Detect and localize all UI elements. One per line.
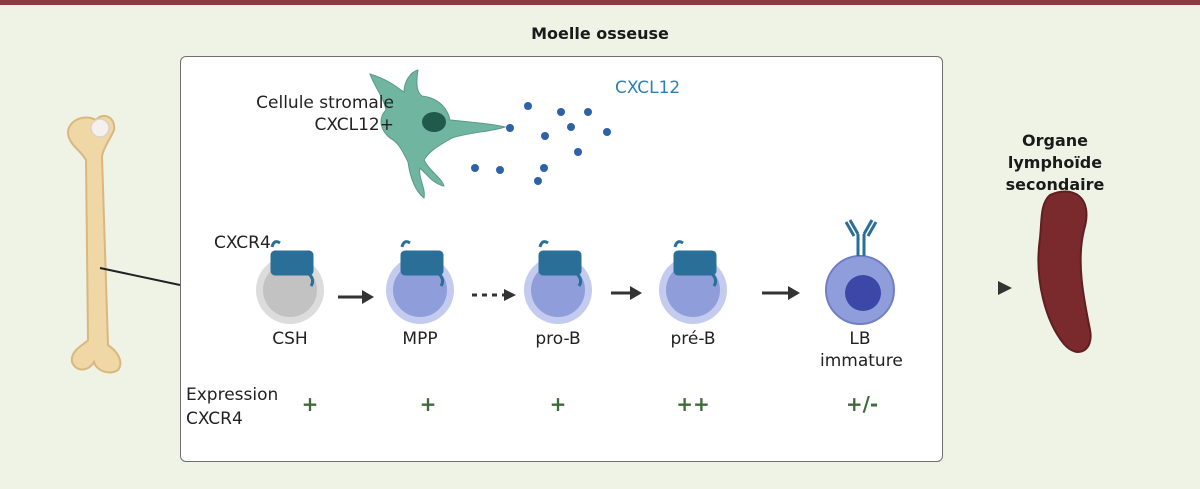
spleen-icon — [1037, 190, 1092, 353]
organ-label-line1: Organe lymphoïde — [1007, 131, 1103, 172]
cxcl12-label: CXCL12 — [615, 78, 681, 98]
organ-label-line2: secondaire — [1005, 175, 1105, 194]
organ-label: Organe lymphoïde secondaire — [980, 130, 1130, 196]
femur-bone-icon — [67, 114, 122, 374]
cell-pro-b — [524, 240, 592, 324]
stromal-label-line2: CXCL12+ — [314, 115, 395, 135]
diagram-title: Moelle osseuse — [531, 24, 669, 43]
bone-pointer-line — [99, 267, 181, 286]
stromal-label-line1: Cellule stromale — [256, 93, 394, 113]
cxcr4-label: CXCR4 — [214, 233, 271, 253]
cell-label-pro-b: pro-B — [535, 329, 581, 349]
exit-arrow-head — [998, 281, 1012, 295]
expression-pre-b: ++ — [676, 392, 710, 416]
bcr-antibody-icon — [844, 219, 878, 256]
arrows — [338, 286, 800, 304]
expression-lb: +/- — [845, 392, 879, 416]
stromal-cell-icon — [369, 69, 507, 199]
expression-csh: + — [301, 392, 319, 416]
top-accent-bar — [0, 0, 1200, 5]
cell-label-csh: CSH — [272, 329, 308, 349]
receptor-icon — [270, 240, 315, 287]
cell-label-pre-b: pré-B — [670, 329, 716, 349]
cell-lb-immature — [825, 219, 895, 325]
cell-csh — [256, 240, 324, 324]
expression-label-line2: CXCR4 — [186, 409, 243, 429]
expression-mpp: + — [419, 392, 437, 416]
cxcl12-dots — [471, 102, 611, 185]
cell-label-immature: immature — [820, 351, 903, 371]
cell-label-mpp: MPP — [402, 329, 438, 349]
cell-mpp — [386, 240, 454, 324]
expression-pro-b: + — [549, 392, 567, 416]
cell-label-lb: LB — [849, 329, 871, 349]
expression-label-line1: Expression — [186, 385, 279, 405]
cell-pre-b — [659, 240, 727, 324]
